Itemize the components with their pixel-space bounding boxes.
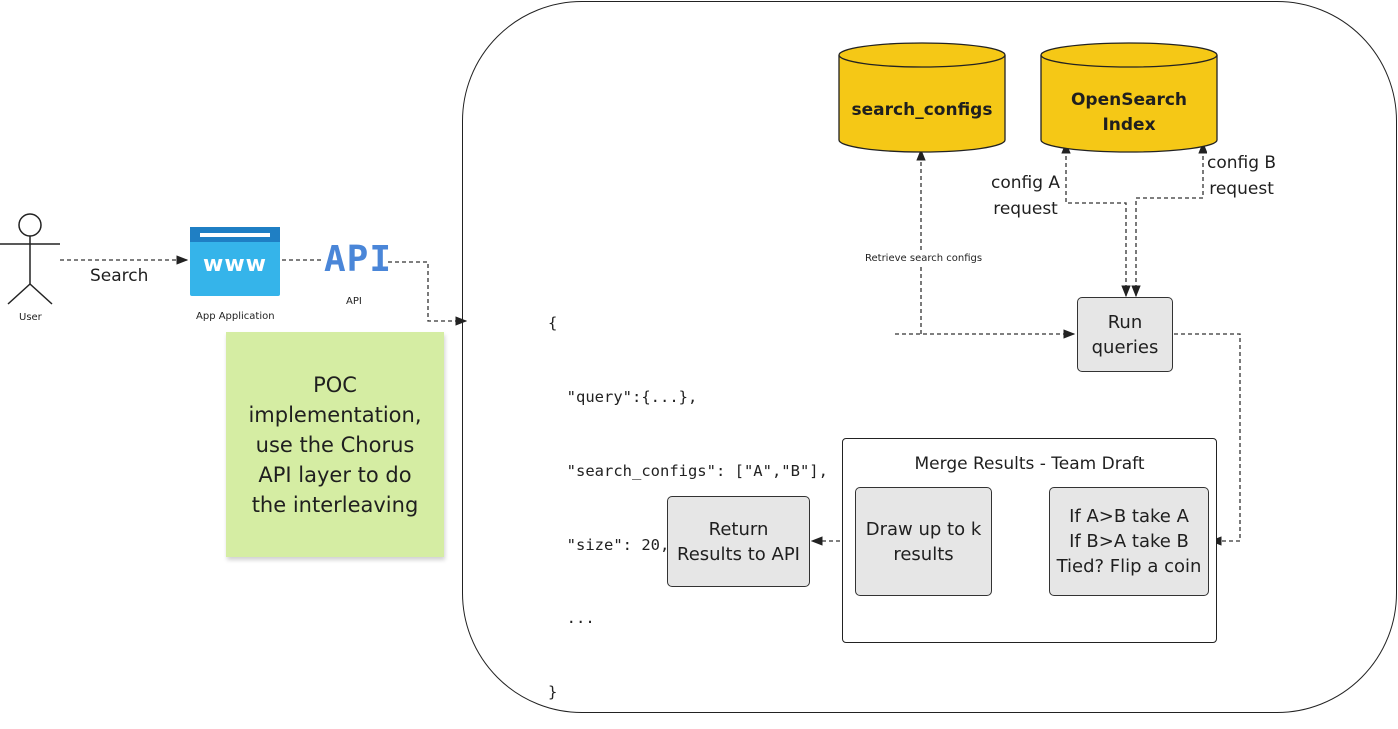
- edge-api-to-backend: [388, 261, 468, 326]
- www-icon: [190, 227, 280, 296]
- draw-results-node: Draw up to k results: [855, 487, 992, 596]
- request-line: ...: [548, 609, 595, 628]
- poc-sticky-note: POC implementation, use the Chorus API l…: [226, 332, 444, 557]
- api-icon: API: [324, 239, 393, 280]
- return-results-node: Return Results to API: [667, 496, 810, 587]
- retrieve-configs-label: Retrieve search configs: [865, 253, 983, 264]
- request-line: {: [548, 314, 558, 333]
- connectors-layer: [0, 42, 1241, 546]
- request-body-json: { "query":{...}, "search_configs": ["A",…: [548, 262, 828, 729]
- app-application-label: App Application: [196, 311, 275, 322]
- request-line: }: [548, 683, 558, 702]
- request-line: "query":{...},: [548, 387, 698, 406]
- opensearch-index-database-icon: [1040, 42, 1218, 153]
- search-edge-label: Search: [88, 266, 151, 286]
- user-actor-icon: [0, 213, 60, 305]
- run-queries-node: Run queries: [1077, 297, 1173, 372]
- user-label: User: [19, 312, 42, 323]
- team-draft-rules-node: If A>B take A If B>A take B Tied? Flip a…: [1049, 487, 1209, 596]
- request-line: "size": 20,: [548, 535, 670, 554]
- api-label: API: [346, 296, 362, 307]
- merge-results-title: Merge Results - Team Draft: [914, 454, 1145, 474]
- search-configs-database-icon: [838, 42, 1006, 153]
- opensearch-index-database: OpenSearch Index: [1070, 90, 1188, 135]
- request-line: "search_configs": ["A","B"],: [548, 461, 828, 480]
- edge-config-a: [1061, 141, 1131, 298]
- edge-run-to-merge: [1174, 333, 1241, 546]
- config-a-label: config A request: [991, 170, 1061, 222]
- search-configs-database: search_configs: [851, 100, 993, 120]
- backend-boundary: [462, 1, 1397, 713]
- app-icon-text: www: [203, 252, 267, 277]
- edge-config-b: [1131, 141, 1208, 298]
- config-b-label: config B request: [1207, 150, 1277, 202]
